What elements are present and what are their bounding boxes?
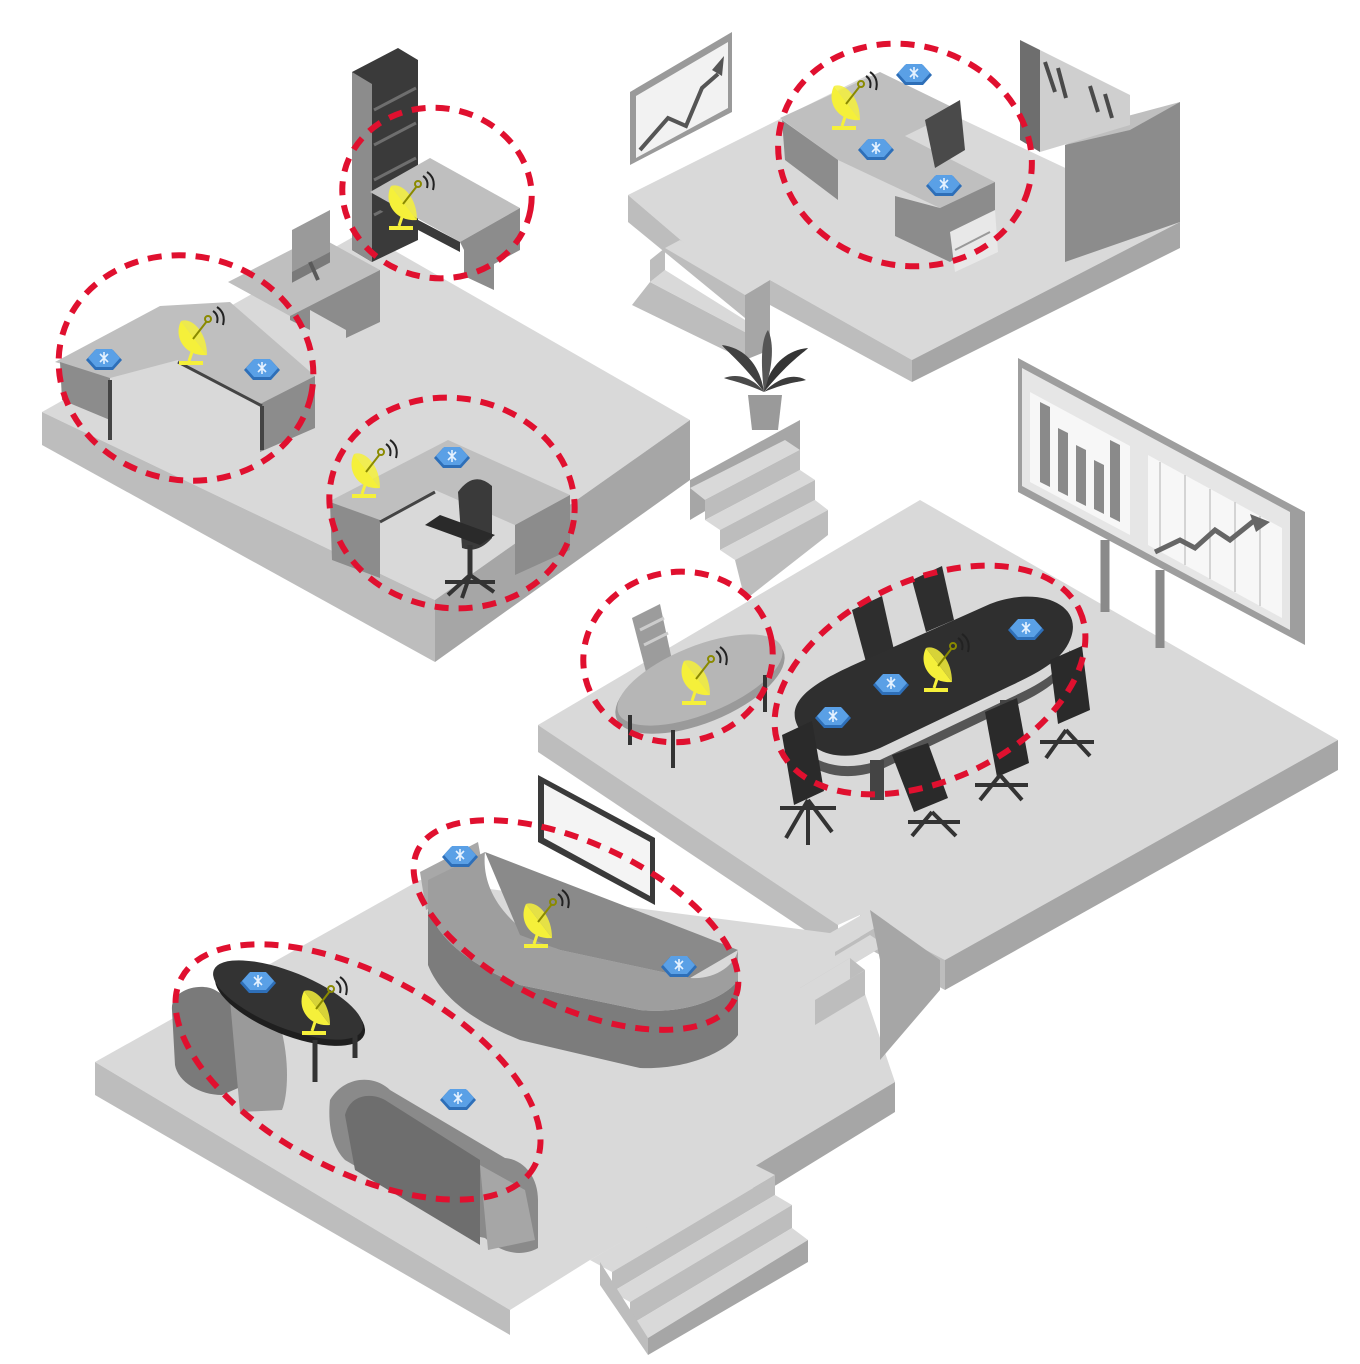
sensor-node-icon xyxy=(858,139,894,160)
line-graph-trend xyxy=(1153,518,1257,555)
zone-l-desk-right xyxy=(326,394,578,612)
satellite-dish-icon xyxy=(923,633,970,692)
sensor-node-icon xyxy=(434,447,470,468)
sensor-node-icon xyxy=(440,1089,476,1110)
exec-chair xyxy=(925,100,965,168)
open-office-area xyxy=(42,48,690,662)
sensor-node-icon xyxy=(926,175,962,196)
zone-lounge xyxy=(172,941,544,1203)
stairs-meeting-lounge xyxy=(800,910,940,1060)
private-wall-cabinet xyxy=(1065,102,1180,262)
desk-edge xyxy=(379,490,436,524)
office-chair xyxy=(425,479,496,599)
zone-l-desk-left xyxy=(55,252,317,484)
conference-table xyxy=(780,566,1094,845)
sensor-node-icon xyxy=(86,349,122,370)
corner-desk-front xyxy=(460,208,520,290)
l-desk-left-front xyxy=(60,362,110,420)
meeting-floor-left xyxy=(538,725,838,952)
sensor-node-icon xyxy=(661,956,697,977)
wall-tv xyxy=(538,775,655,905)
zone-executive-desk xyxy=(775,40,1035,270)
stairs-lower xyxy=(590,1165,808,1355)
monitor-screen xyxy=(292,210,330,272)
monitor-stand xyxy=(308,261,320,281)
l-desk-right-top xyxy=(328,440,570,525)
private-office-floor-left-2 xyxy=(770,280,912,382)
sensor-node-icon xyxy=(815,707,851,728)
satellite-dish-icon xyxy=(351,439,398,498)
corner-desk-top xyxy=(370,158,520,242)
presentation-board xyxy=(1018,358,1305,648)
sensor-node-icon xyxy=(1008,619,1044,640)
lounge-floor-right xyxy=(740,1082,895,1195)
computer-desk-front xyxy=(290,270,380,338)
stairs-middle xyxy=(690,420,828,600)
satellite-dish-icon xyxy=(388,171,435,230)
conference-chairs-back xyxy=(852,566,954,662)
l-desk-right-front xyxy=(515,495,570,575)
satellite-dish-icon xyxy=(301,976,348,1035)
desk-edge xyxy=(177,360,263,408)
meeting-room-area xyxy=(538,358,1338,990)
zone-reception xyxy=(410,817,742,1033)
private-office-area xyxy=(628,32,1180,382)
sensor-node-icon xyxy=(896,64,932,85)
sensor-icons xyxy=(86,64,1044,1110)
meeting-floor-right xyxy=(945,740,1338,990)
drawer-line xyxy=(954,231,991,251)
zone-corner-desk xyxy=(339,104,535,282)
satellite-dish-icon xyxy=(523,889,570,948)
zone-small-table xyxy=(580,568,776,746)
sensor-node-icon xyxy=(873,674,909,695)
lounge-floor-left xyxy=(95,1062,510,1335)
stairs-upper xyxy=(632,240,770,360)
satellite-dish-icon xyxy=(681,646,728,705)
lounge-sofa xyxy=(329,1079,538,1253)
coverage-zone-outlines xyxy=(55,40,1089,1203)
open-office-floor-left xyxy=(42,412,435,662)
satellite-dish-icon xyxy=(831,71,878,130)
meeting-floor-top xyxy=(538,500,1338,960)
wall-line-chart xyxy=(630,32,732,165)
l-desk-left-front-2 xyxy=(260,376,315,452)
executive-desk-left xyxy=(782,120,838,200)
potted-plant xyxy=(722,330,808,430)
sensor-node-icon xyxy=(244,359,280,380)
zone-conference-table xyxy=(771,562,1089,798)
l-desk-right-side xyxy=(330,502,380,578)
lounge-area xyxy=(95,775,940,1355)
sensor-node-icon xyxy=(240,972,276,993)
antenna-icons xyxy=(178,71,970,1035)
l-desk-left-top xyxy=(55,302,315,404)
satellite-dish-icon xyxy=(178,306,225,365)
sensor-node-icon xyxy=(442,846,478,867)
private-office-floor-right xyxy=(912,222,1180,382)
bar-graph xyxy=(1040,402,1120,522)
bookshelf-side xyxy=(352,72,372,262)
